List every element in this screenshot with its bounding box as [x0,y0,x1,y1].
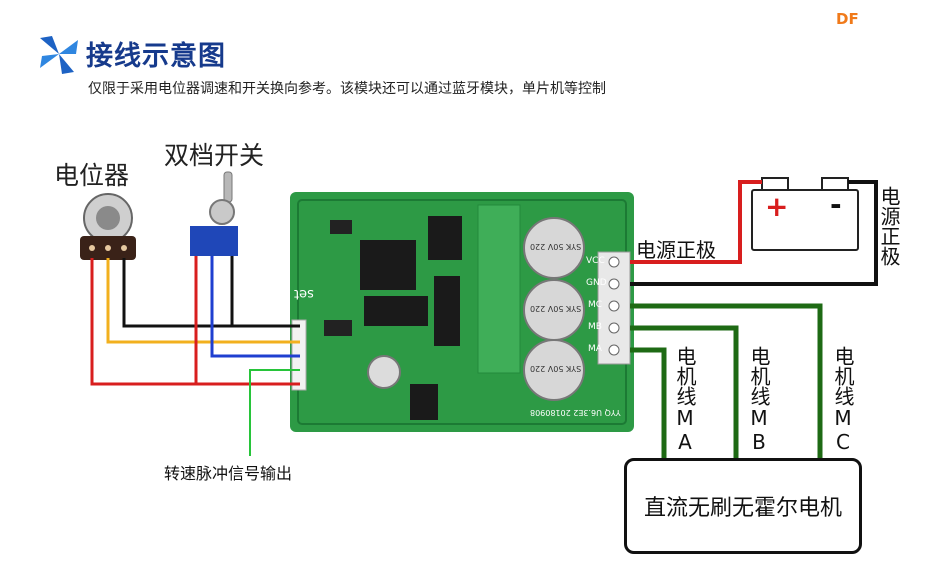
motor-wire-mc-label: 电机线MC [831,346,855,454]
capacitor-text-2: SYK 50V 220 [530,304,582,313]
control-wires [90,256,300,456]
toggle-switch [190,171,238,256]
motor-wires [630,303,823,460]
pin-label-vcc: VCC [586,256,605,266]
potentiometer [80,193,136,260]
brand-logo: DF [836,10,859,28]
power-positive-label: 电源正极 [636,238,716,262]
pin-label-gnd: GND [586,278,607,288]
capacitor-text-3: SYK 50V 220 [530,364,582,373]
battery [751,177,859,251]
power-negative-label: 电源正极 [877,186,901,266]
motor-label: 直流无刷无霍尔电机 [643,496,842,521]
potentiometer-label: 电位器 [54,161,130,190]
motor-wire-mb-label: 电机线MB [747,346,771,454]
battery-plus-sign: + [765,190,789,223]
motor-wire-ma-label: 电机线MA [673,346,697,454]
page-title: 接线示意图 [86,41,226,72]
power-wires [630,180,878,286]
pinwheel-icon [40,36,78,74]
page-subtitle: 仅限于采用电位器调速和开关换向参考。该模块还可以通过蓝牙模块，单片机等控制 [88,81,606,97]
pin-label-mc: MC [588,300,603,310]
speed-output-label: 转速脉冲信号输出 [164,464,293,483]
board-left-label: set [294,286,314,301]
battery-minus-sign: - [830,188,842,221]
capacitor-text-1: SYK 50V 220 [530,242,582,251]
board-bottom-text: YYQ U6.3E2 20180908 [530,408,621,417]
pin-label-ma: MA [588,344,602,354]
switch-label: 双档开关 [164,141,265,170]
motor-box: 直流无刷无霍尔电机 [624,458,862,554]
pin-label-mb: MB [588,322,602,332]
driver-board [290,192,634,432]
